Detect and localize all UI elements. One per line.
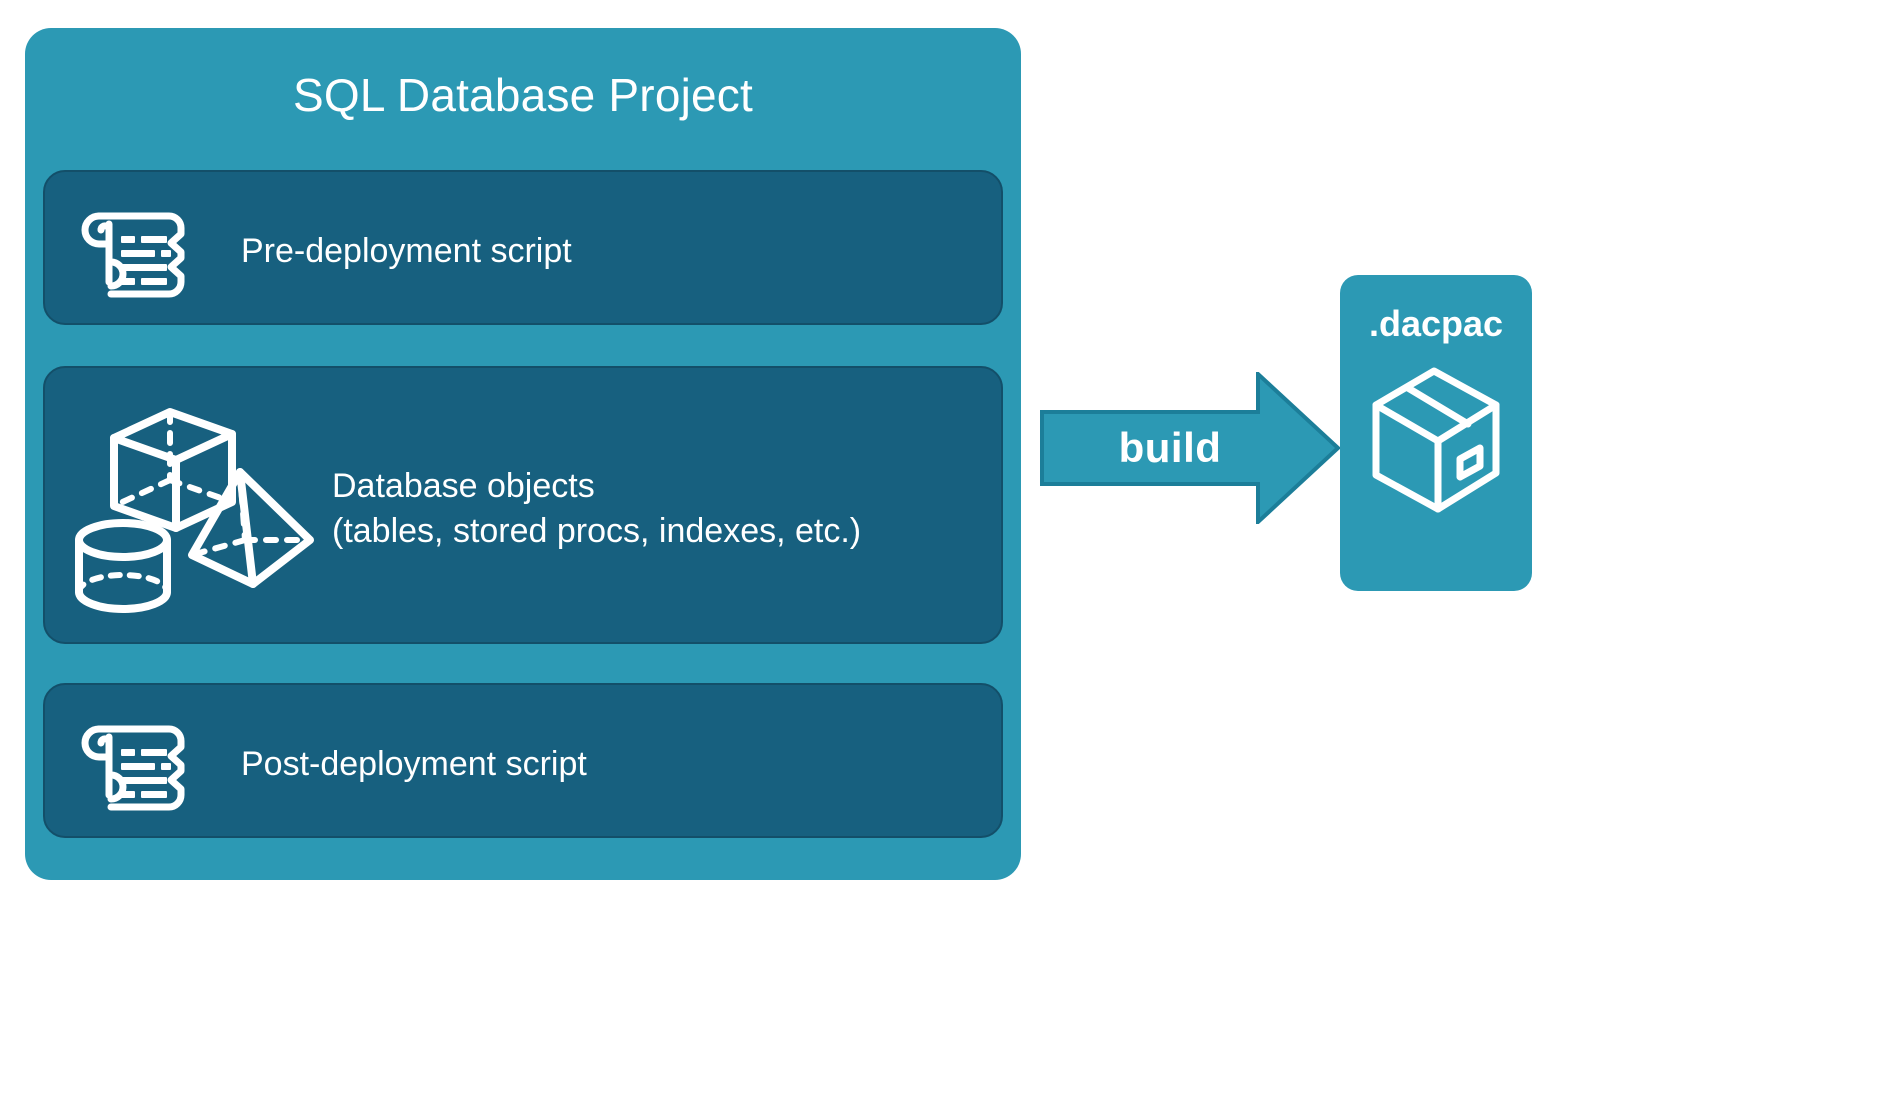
sql-database-project-container: SQL Database Project (25, 28, 1021, 880)
dacpac-output-container[interactable]: .dacpac (1340, 275, 1532, 591)
panel-label-pre-deployment: Pre-deployment script (241, 232, 572, 270)
arrow-right-icon (1040, 372, 1340, 524)
panel-database-objects[interactable]: Database objects (tables, stored procs, … (43, 366, 1003, 644)
scroll-icon (81, 725, 185, 811)
dacpac-label: .dacpac (1368, 303, 1504, 344)
3d-shapes-icon (75, 408, 314, 613)
scroll-icon (81, 212, 185, 298)
panel-post-deployment[interactable]: Post-deployment script (43, 683, 1003, 838)
package-box-icon (1372, 367, 1500, 513)
cylinder-shape (75, 519, 171, 613)
panel-label-database-objects: Database objects (tables, stored procs, … (332, 467, 862, 551)
panel-pre-deployment[interactable]: Pre-deployment script (43, 170, 1003, 325)
pyramid-shape (188, 468, 314, 588)
page-title: SQL Database Project (293, 69, 753, 121)
panel-label-post-deployment: Post-deployment script (241, 745, 587, 783)
